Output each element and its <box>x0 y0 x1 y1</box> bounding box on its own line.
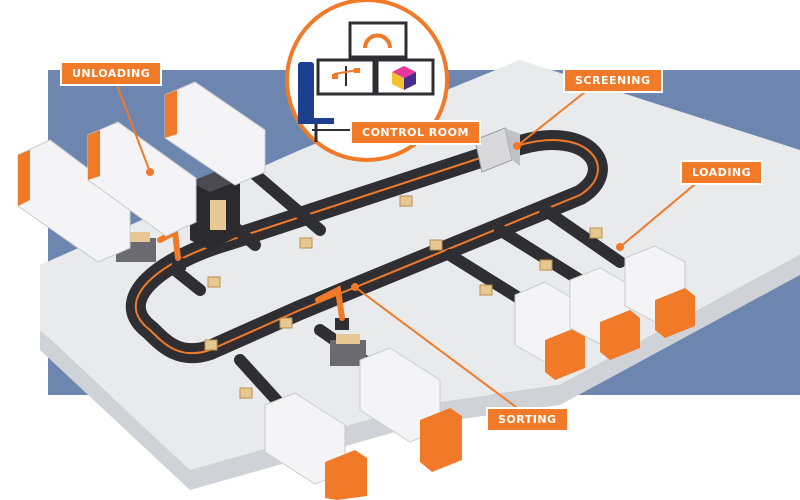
parcel-icon <box>589 227 603 239</box>
callout-leaders <box>114 79 701 411</box>
control-room-inset <box>285 0 449 162</box>
truck-icon <box>359 347 462 472</box>
monitor-icon <box>348 21 408 59</box>
truck-icon <box>264 392 367 500</box>
parcel-icon <box>204 339 218 351</box>
truck-icon <box>624 245 695 338</box>
truck-icon <box>17 139 131 263</box>
gauge-icon <box>363 33 392 49</box>
parcel-icon <box>539 259 553 271</box>
label-loading: LOADING <box>680 160 764 185</box>
truck-icon <box>569 267 640 360</box>
label-sorting: SORTING <box>486 407 569 432</box>
cubes-icon <box>392 66 416 90</box>
parcel-icon <box>429 239 443 251</box>
truck-icon <box>87 121 197 237</box>
robot-arm-icon <box>315 285 366 366</box>
balance-scale-icon <box>332 66 360 86</box>
parcel-icon <box>299 237 313 249</box>
truck-icon <box>164 81 266 186</box>
parcel-icon <box>207 276 221 288</box>
parcel-icon <box>399 195 413 207</box>
parcel-icon <box>279 317 293 329</box>
label-screening: SCREENING <box>563 68 663 93</box>
truck-icon <box>514 281 585 380</box>
parcel-icon <box>239 387 253 399</box>
parcel-icon <box>479 284 493 296</box>
conveyor-loop <box>125 130 608 364</box>
label-unloading: UNLOADING <box>60 61 163 86</box>
label-control-room: CONTROL ROOM <box>350 120 481 145</box>
scanner-gate-icon <box>474 127 520 173</box>
office-chair-icon <box>298 62 334 142</box>
